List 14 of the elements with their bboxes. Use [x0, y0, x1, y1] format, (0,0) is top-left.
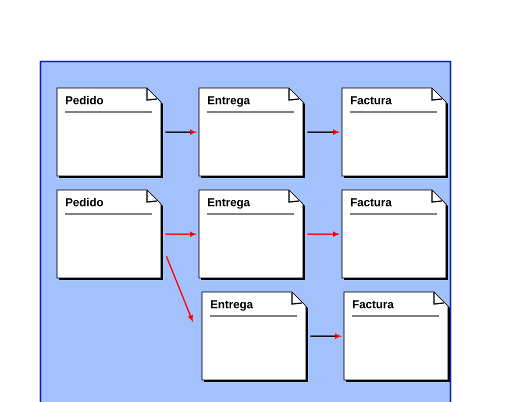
- arrow: [307, 232, 338, 237]
- arrow: [310, 334, 340, 339]
- document-box: Pedido: [56, 88, 163, 178]
- arrow: [165, 130, 196, 135]
- document-box: Pedido: [56, 190, 163, 280]
- document-box: Factura: [342, 190, 448, 280]
- arrow: [165, 232, 196, 237]
- document-box: Factura: [342, 88, 448, 178]
- arrow: [166, 256, 193, 321]
- document-box: Entrega: [198, 190, 305, 280]
- arrow: [307, 130, 338, 135]
- document-box: Entrega: [198, 88, 305, 178]
- document-box: Entrega: [202, 292, 308, 382]
- document-box: Factura: [344, 292, 450, 382]
